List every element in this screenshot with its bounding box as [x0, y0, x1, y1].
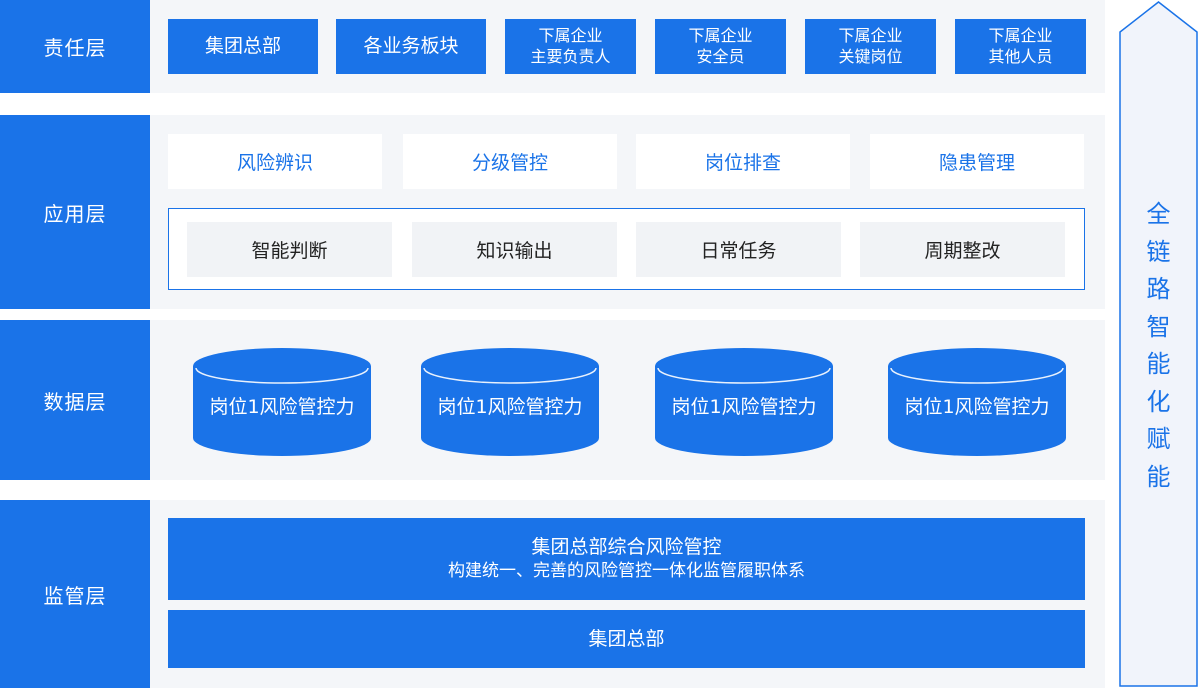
side-arrow-char: 全: [1146, 200, 1171, 228]
resp-item-line: 下属企业: [988, 25, 1053, 45]
side-arrow-char: 化: [1146, 387, 1171, 416]
database-label: 岗位1风险管控力: [437, 396, 583, 418]
resp-item-line: 下属企业: [688, 25, 753, 45]
app-item-risk-identification: 风险辨识: [168, 134, 382, 189]
database-label: 岗位1风险管控力: [671, 396, 817, 418]
app-inner-daily-tasks: 日常任务: [636, 222, 841, 277]
resp-item-line: 集团总部: [204, 35, 281, 58]
layer-label-responsibility: 责任层: [0, 0, 150, 93]
side-arrow-char: 能: [1146, 462, 1171, 491]
side-arrow-text: 全 链 路 智 能 化 赋 能: [1117, 196, 1200, 496]
database-icon: [421, 348, 599, 456]
database-cylinder: 岗位1风险管控力: [421, 348, 599, 456]
resp-item-business-segments: 各业务板块: [336, 19, 486, 74]
resp-item-line: 各业务板块: [363, 35, 459, 58]
resp-item-line: 主要负责人: [530, 46, 611, 66]
database-cylinder: 岗位1风险管控力: [193, 348, 371, 456]
resp-item-line: 下属企业: [838, 25, 903, 45]
resp-item-line: 关键岗位: [838, 46, 903, 66]
resp-item-principal: 下属企业 主要负责人: [505, 19, 636, 74]
resp-item-safety-officer: 下属企业 安全员: [655, 19, 786, 74]
database-cylinder: 岗位1风险管控力: [655, 348, 833, 456]
resp-item-line: 下属企业: [538, 25, 603, 45]
supervision-main-subtitle: 构建统一、完善的风险管控一体化监管履职体系: [448, 561, 805, 582]
side-arrow-char: 赋: [1146, 425, 1171, 453]
layer-label-supervision: 监管层: [0, 500, 150, 688]
side-arrow-char: 智: [1146, 312, 1171, 341]
resp-item-line: 其他人员: [988, 46, 1053, 66]
database-icon: [888, 348, 1066, 456]
app-item-hazard-management: 隐患管理: [870, 134, 1084, 189]
layer-label-application: 应用层: [0, 115, 150, 309]
database-cylinder: 岗位1风险管控力: [888, 348, 1066, 456]
app-inner-periodic-rectification: 周期整改: [860, 222, 1065, 277]
supervision-bottom-box: 集团总部: [168, 610, 1085, 668]
resp-item-group-hq: 集团总部: [168, 19, 318, 74]
side-arrow-char: 能: [1146, 350, 1171, 378]
database-icon: [193, 348, 371, 456]
supervision-bottom-label: 集团总部: [588, 627, 665, 650]
database-label: 岗位1风险管控力: [904, 396, 1050, 418]
up-arrow-icon: [1119, 1, 1198, 687]
resp-item-other-staff: 下属企业 其他人员: [955, 19, 1086, 74]
database-label: 岗位1风险管控力: [209, 396, 355, 418]
app-item-graded-control: 分级管控: [403, 134, 617, 189]
app-item-post-inspection: 岗位排查: [636, 134, 850, 189]
side-arrow-char: 链: [1146, 237, 1171, 266]
app-inner-intelligent-judgment: 智能判断: [187, 222, 392, 277]
supervision-main-box: 集团总部综合风险管控 构建统一、完善的风险管控一体化监管履职体系: [168, 518, 1085, 600]
side-arrow-char: 路: [1146, 275, 1171, 303]
layer-label-data: 数据层: [0, 320, 150, 480]
supervision-main-title: 集团总部综合风险管控: [531, 535, 722, 558]
resp-item-line: 安全员: [696, 46, 745, 66]
app-inner-knowledge-output: 知识输出: [412, 222, 617, 277]
resp-item-key-posts: 下属企业 关键岗位: [805, 19, 936, 74]
database-icon: [655, 348, 833, 456]
